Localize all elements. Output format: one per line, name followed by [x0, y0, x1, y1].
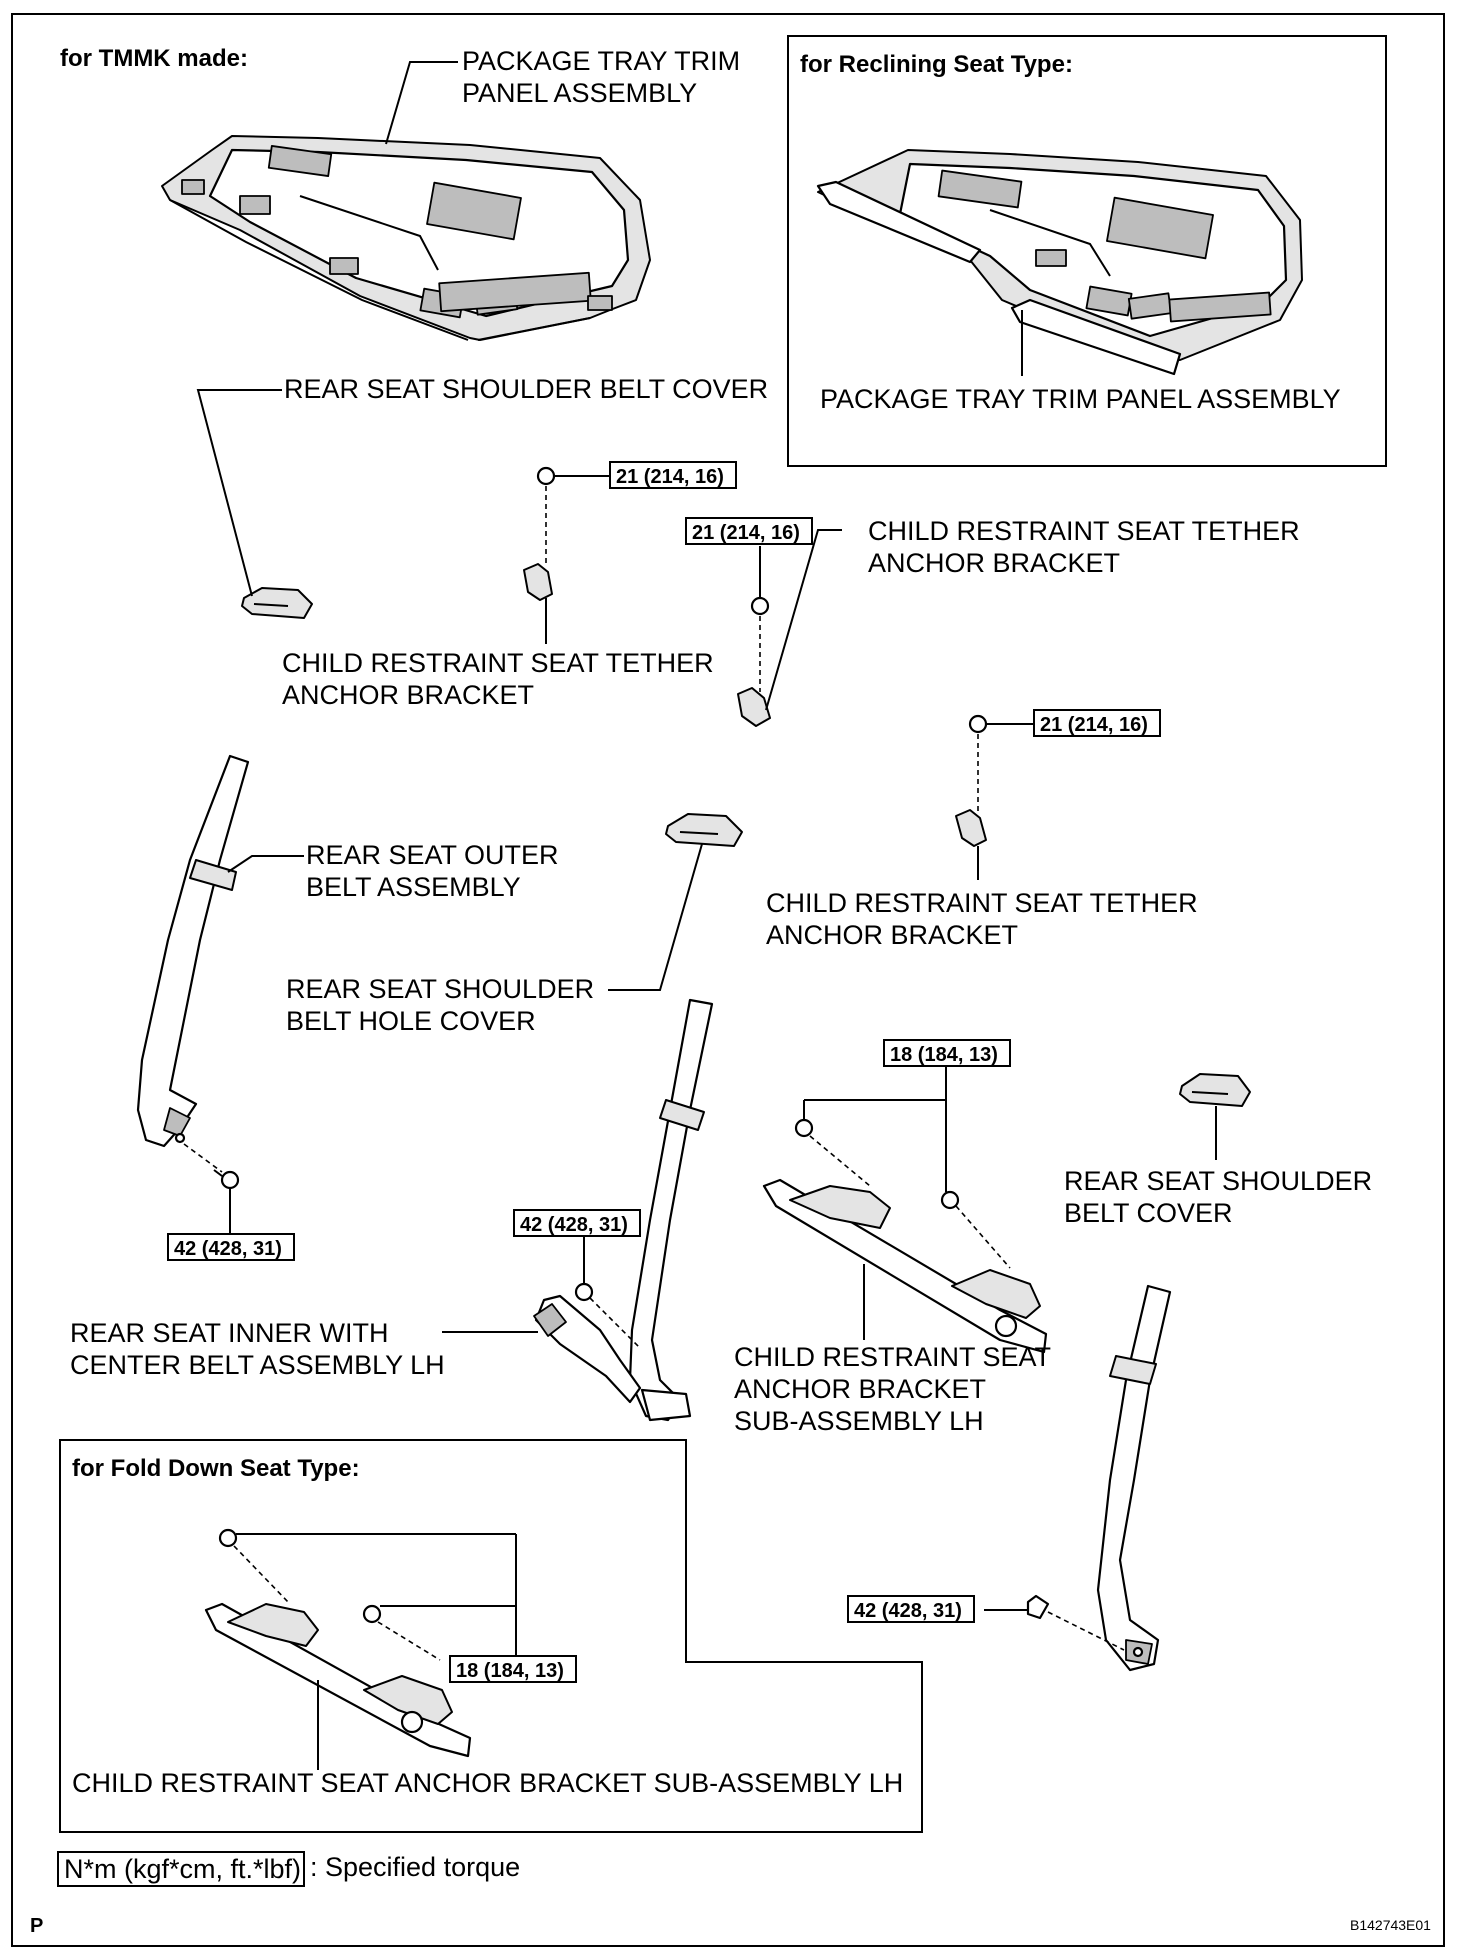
label-inner-belt-2: CENTER BELT ASSEMBLY LH [70, 1350, 445, 1380]
legend-unit: N*m (kgf*cm, ft.*lbf) [64, 1854, 301, 1884]
label-outer-belt-2: BELT ASSEMBLY [306, 872, 521, 902]
torque-t3: 21 (214, 16) [1040, 714, 1148, 736]
package-tray-trim-panel [161, 135, 651, 341]
leader-shoulder-belt-cover-top [196, 389, 282, 597]
label-inner-belt-1: REAR SEAT INNER WITH [70, 1318, 389, 1348]
outer-belt-assembly [136, 754, 304, 1234]
torque-t8: 18 (184, 13) [456, 1660, 564, 1682]
label-hole-cover-2: BELT HOLE COVER [286, 1006, 536, 1036]
label-fold-anchor: CHILD RESTRAINT SEAT ANCHOR BRACKET SUB-… [72, 1768, 903, 1798]
legend-unit-box [57, 1851, 305, 1887]
torque-box-t5 [167, 1233, 295, 1261]
tether-bracket-right [955, 714, 1034, 880]
torque-t4: 18 (184, 13) [890, 1044, 998, 1066]
header-reclining: for Reclining Seat Type: [800, 51, 1073, 78]
torque-t6: 42 (428, 31) [520, 1214, 628, 1236]
label-tether-left-2: ANCHOR BRACKET [282, 680, 534, 710]
torque-t7: 42 (428, 31) [854, 1600, 962, 1622]
label-package-tray-main-1: PACKAGE TRAY TRIM [462, 46, 740, 76]
footer-left: P [30, 1915, 43, 1937]
torque-box-t1 [609, 461, 737, 489]
tether-bracket-mid [737, 529, 842, 727]
label-hole-cover-1: REAR SEAT SHOULDER [286, 974, 594, 1004]
tether-bracket-left [523, 466, 610, 644]
label-package-tray-reclining: PACKAGE TRAY TRIM PANEL ASSEMBLY [820, 384, 1341, 414]
label-belt-cover-right-2: BELT COVER [1064, 1198, 1233, 1228]
label-outer-belt-1: REAR SEAT OUTER [306, 840, 559, 870]
anchor-bracket-sub-assembly [762, 1039, 1048, 1354]
package-tray-reclining [816, 149, 1303, 376]
label-tether-mid-2: ANCHOR BRACKET [868, 548, 1120, 578]
torque-t1: 21 (214, 16) [616, 466, 724, 488]
leader-package-tray-main [385, 61, 458, 145]
header-tmmk: for TMMK made: [60, 45, 248, 72]
torque-box-t6 [513, 1209, 641, 1237]
label-anchor-sub-3: SUB-ASSEMBLY LH [734, 1406, 984, 1436]
label-package-tray-main-2: PANEL ASSEMBLY [462, 78, 697, 108]
outer-frame [11, 13, 1445, 1947]
shoulder-belt-hole-cover [608, 813, 743, 991]
fold-down-anchor-bracket [204, 1528, 517, 1770]
torque-box-t7 [847, 1595, 975, 1623]
label-belt-cover-right-1: REAR SEAT SHOULDER [1064, 1166, 1372, 1196]
legend-desc: : Specified torque [310, 1852, 520, 1882]
torque-t2: 21 (214, 16) [692, 522, 800, 544]
fold-down-seat-box [59, 1439, 923, 1833]
reclining-seat-box [787, 35, 1387, 467]
label-tether-right-1: CHILD RESTRAINT SEAT TETHER [766, 888, 1198, 918]
label-anchor-sub-2: ANCHOR BRACKET [734, 1374, 986, 1404]
torque-box-t3 [1033, 709, 1161, 737]
label-anchor-sub-1: CHILD RESTRAINT SEAT [734, 1342, 1051, 1372]
label-tether-mid-1: CHILD RESTRAINT SEAT TETHER [868, 516, 1300, 546]
torque-box-t4 [883, 1039, 1011, 1067]
label-shoulder-belt-cover-top: REAR SEAT SHOULDER BELT COVER [284, 374, 768, 404]
inner-center-belt-assembly [442, 998, 714, 1422]
footer-right: B142743E01 [1350, 1917, 1431, 1933]
shoulder-belt-cover-right [1179, 1073, 1251, 1160]
label-tether-left-1: CHILD RESTRAINT SEAT TETHER [282, 648, 714, 678]
torque-t5: 42 (428, 31) [174, 1238, 282, 1260]
outer-belt-right [984, 1284, 1172, 1672]
label-tether-right-2: ANCHOR BRACKET [766, 920, 1018, 950]
torque-box-t8 [449, 1655, 577, 1683]
torque-box-t2 [685, 517, 813, 545]
header-fold-down: for Fold Down Seat Type: [72, 1455, 360, 1482]
shoulder-belt-cover-top [241, 587, 313, 619]
